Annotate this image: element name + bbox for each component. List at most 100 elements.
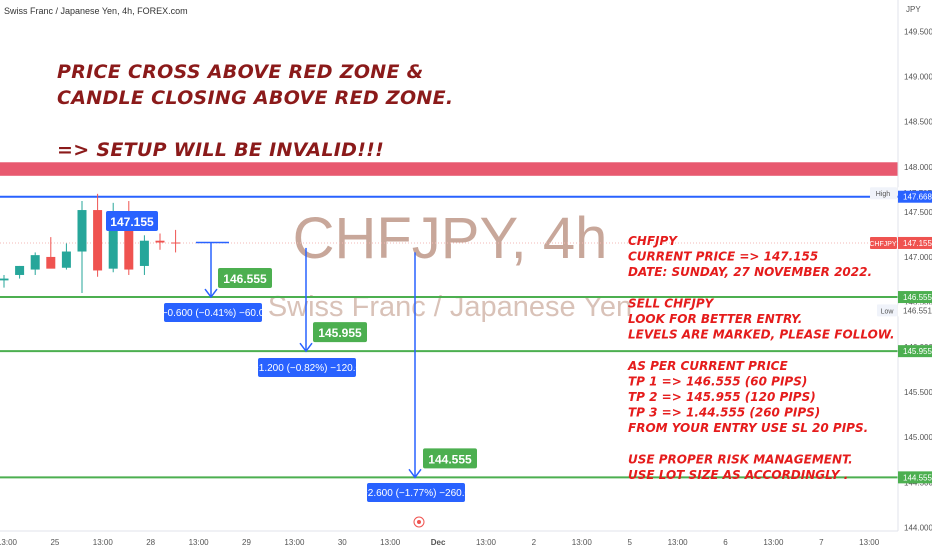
time-tick-label: 28 <box>146 538 155 547</box>
measure-stat-box <box>258 358 356 377</box>
candle-body[interactable] <box>155 240 165 243</box>
current-price-callout <box>106 210 158 231</box>
event-marker-dot <box>417 520 421 524</box>
price-tick-label: 148.500 <box>904 118 932 127</box>
right-note-line: DATE: SUNDAY, 27 NOVEMBER 2022. <box>628 265 872 279</box>
measure-arrow-head <box>299 342 313 353</box>
measure-arrow-head <box>408 468 422 479</box>
candle-body[interactable] <box>61 251 71 268</box>
target-label: 144.555 <box>428 452 472 466</box>
time-tick-label: 2 <box>532 538 537 547</box>
time-tick-label: 13:00 <box>763 538 784 547</box>
right-note-line: LEVELS ARE MARKED, PLEASE FOLLOW. <box>628 328 895 342</box>
candle-body[interactable] <box>108 212 118 269</box>
tp2-price-label-box <box>898 345 932 358</box>
measure-stat: −0.600 (−0.41%) −60.0 <box>162 308 265 319</box>
target-label-box <box>423 448 477 469</box>
top-note-line: => SETUP WILL BE INVALID!!! <box>57 139 384 161</box>
price-tick-label: 145.000 <box>904 433 932 442</box>
target-label: 145.955 <box>318 326 362 340</box>
chart-header-title: Swiss Franc / Japanese Yen, 4h, FOREX.co… <box>4 6 188 16</box>
time-tick-label: 13:00 <box>189 538 210 547</box>
price-axis-currency: JPY <box>906 5 921 14</box>
current-price-label: 147.155 <box>903 239 932 248</box>
high-price-label-tag: High <box>876 191 891 198</box>
tp1-price-label-box <box>898 291 932 304</box>
blue-line-price-label: 147.668 <box>903 193 932 202</box>
price-axis[interactable] <box>898 0 932 550</box>
time-tick-label: 7 <box>819 538 824 547</box>
time-tick-label: Dec <box>431 538 446 547</box>
tp3-price-label-box <box>898 471 932 484</box>
measure-arrow-head <box>204 288 218 299</box>
candle-body[interactable] <box>93 210 103 271</box>
time-tick-label: 13:00 <box>380 538 401 547</box>
measure-stat: −1.200 (−0.82%) −120.0 <box>253 363 362 374</box>
current-price-label-tag-box <box>870 236 897 249</box>
candle-body[interactable] <box>46 256 56 269</box>
price-tick-label: 145.500 <box>904 388 932 397</box>
top-note-line: CANDLE CLOSING ABOVE RED ZONE. <box>57 87 453 109</box>
low-price-label: 146.551 <box>903 306 932 315</box>
price-tick-label: 149.000 <box>904 73 932 82</box>
candle-body[interactable] <box>139 240 149 266</box>
right-note-line: CHFJPY <box>628 234 678 248</box>
time-tick-label: 6 <box>723 538 728 547</box>
current-price-callout-text: 147.155 <box>110 215 154 229</box>
candle-body[interactable] <box>30 255 40 270</box>
tp2-price-label: 145.955 <box>903 347 932 356</box>
time-tick-label: 13:00 <box>0 538 18 547</box>
right-note-line: CURRENT PRICE => 147.155 <box>628 250 818 264</box>
price-tick-label: 147.000 <box>904 253 932 262</box>
top-note-line: PRICE CROSS ABOVE RED ZONE & <box>57 61 424 83</box>
low-price-label-box <box>898 304 932 317</box>
current-price-label-tag: CHFJPY <box>869 241 897 248</box>
price-tick-label: 148.000 <box>904 163 932 172</box>
target-label-box <box>313 322 367 343</box>
right-note-line: USE LOT SIZE AS ACCORDINGLY . <box>628 468 848 482</box>
measure-stat-box <box>367 483 465 502</box>
low-tag: Low <box>881 308 895 315</box>
watermark-name: Swiss Franc / Japanese Yen <box>268 291 632 323</box>
time-tick-label: 25 <box>50 538 59 547</box>
candle-body[interactable] <box>124 215 134 270</box>
time-tick-label: 13:00 <box>284 538 305 547</box>
blue-line-price-label-box <box>898 190 932 203</box>
candle-body[interactable] <box>77 210 87 252</box>
right-note-line: LOOK FOR BETTER ENTRY. <box>628 312 802 326</box>
time-tick-label: 30 <box>338 538 347 547</box>
tp3-price-label: 144.555 <box>903 473 932 482</box>
right-note-line: TP 1 => 146.555 (60 PIPS) <box>628 374 807 388</box>
low-tag-box <box>877 304 897 317</box>
time-axis[interactable] <box>0 531 932 550</box>
candle-body[interactable] <box>0 278 9 281</box>
candle-body[interactable] <box>15 265 25 275</box>
red-zone <box>0 162 898 176</box>
watermark-symbol: CHFJPY, 4h <box>293 206 608 271</box>
price-tick-label: 149.500 <box>904 28 932 37</box>
target-label-box <box>218 268 272 289</box>
right-note-line: TP 3 => 1.44.555 (260 PIPS) <box>628 406 820 420</box>
time-tick-label: 13:00 <box>572 538 593 547</box>
time-tick-label: 13:00 <box>476 538 497 547</box>
time-tick-label: 13:00 <box>668 538 689 547</box>
right-note-line: SELL CHFJPY <box>628 296 715 310</box>
time-tick-label: 29 <box>242 538 251 547</box>
right-note-line: USE PROPER RISK MANAGEMENT. <box>628 452 853 466</box>
time-tick-label: 13:00 <box>859 538 880 547</box>
price-tick-label: 147.500 <box>904 208 932 217</box>
right-note-line: AS PER CURRENT PRICE <box>627 359 788 373</box>
measure-stat-box <box>164 303 262 322</box>
measure-stat: −2.600 (−1.77%) −260.0 <box>362 488 471 499</box>
target-label: 146.555 <box>223 272 267 286</box>
candle-body[interactable] <box>171 242 181 244</box>
tp1-price-label: 146.555 <box>903 293 932 302</box>
time-tick-label: 13:00 <box>93 538 114 547</box>
current-price-label-box <box>898 236 932 249</box>
high-price-label-tag-box <box>870 187 897 200</box>
right-note-line: TP 2 => 145.955 (120 PIPS) <box>628 390 816 404</box>
right-note-line: FROM YOUR ENTRY USE SL 20 PIPS. <box>628 421 868 435</box>
time-tick-label: 5 <box>627 538 632 547</box>
